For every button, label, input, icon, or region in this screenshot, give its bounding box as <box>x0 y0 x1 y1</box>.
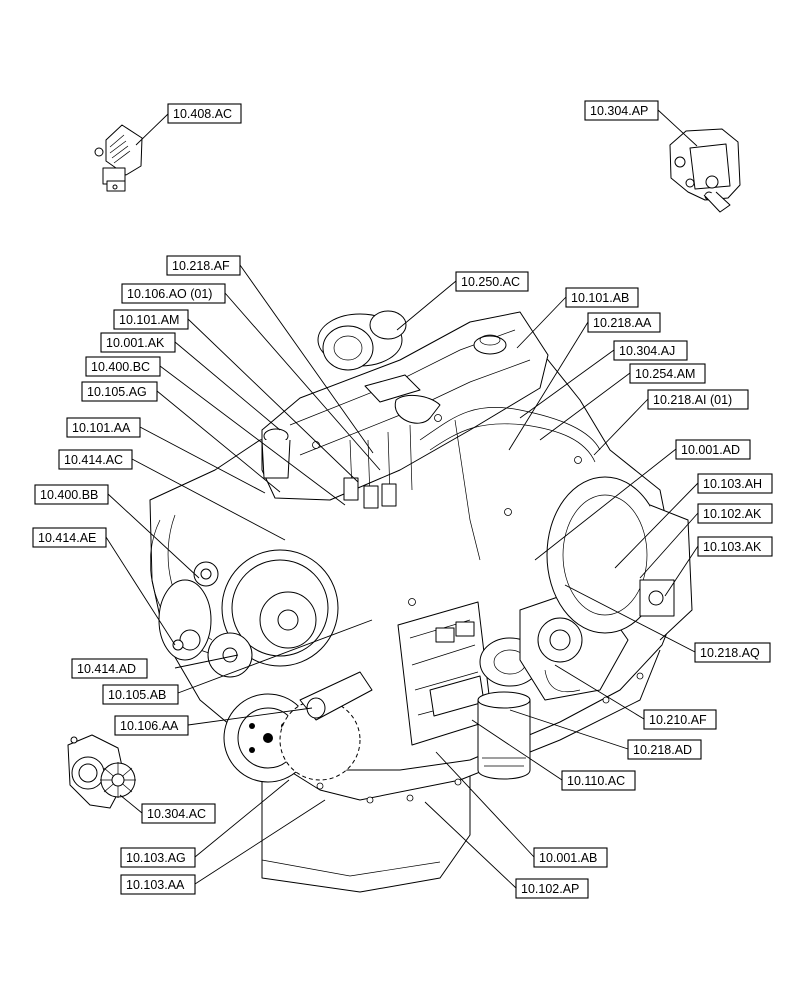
callout-label: 10.400.BC <box>91 360 150 374</box>
callout-10103ah[interactable]: 10.103.AH <box>697 473 773 494</box>
callout-10101ab[interactable]: 10.101.AB <box>565 287 639 308</box>
callout-label: 10.414.AD <box>77 662 136 676</box>
callout-10103ak[interactable]: 10.103.AK <box>697 536 773 557</box>
callout-10304ac[interactable]: 10.304.AC <box>141 803 216 824</box>
callout-10106ao[interactable]: 10.106.AO (01) <box>121 283 226 304</box>
callout-10304aj[interactable]: 10.304.AJ <box>613 340 688 361</box>
callout-10001ad[interactable]: 10.001.AD <box>675 439 751 460</box>
callout-10102ap[interactable]: 10.102.AP <box>515 878 589 899</box>
callout-10110ac[interactable]: 10.110.AC <box>561 770 636 791</box>
leader-lines <box>105 109 699 889</box>
callout-10218ad[interactable]: 10.218.AD <box>627 739 702 760</box>
callout-label: 10.218.AQ <box>700 646 760 660</box>
callout-label: 10.103.AA <box>126 878 185 892</box>
callout-label: 10.101.AB <box>571 291 629 305</box>
callout-label: 10.101.AA <box>72 421 131 435</box>
callout-label: 10.218.AD <box>633 743 692 757</box>
callout-label: 10.110.AC <box>567 774 625 788</box>
callout-label: 10.102.AP <box>521 882 579 896</box>
oil-pump-part <box>67 734 136 809</box>
callout-10218aa[interactable]: 10.218.AA <box>587 312 661 333</box>
callout-label: 10.414.AC <box>64 453 123 467</box>
callout-label: 10.105.AG <box>87 385 147 399</box>
callout-label: 10.106.AO (01) <box>127 287 212 301</box>
callout-10105ag[interactable]: 10.105.AG <box>81 381 158 402</box>
callout-label: 10.250.AC <box>461 275 520 289</box>
callout-10408ac[interactable]: 10.408.AC <box>167 103 242 124</box>
callout-10001ak[interactable]: 10.001.AK <box>100 332 176 353</box>
callout-label: 10.001.AK <box>106 336 165 350</box>
callout-label: 10.001.AD <box>681 443 740 457</box>
callout-10101am[interactable]: 10.101.AM <box>113 309 189 330</box>
callout-10400bb[interactable]: 10.400.BB <box>34 484 109 505</box>
callout-label: 10.414.AE <box>38 531 96 545</box>
callout-10218ai[interactable]: 10.218.AI (01) <box>647 389 749 410</box>
callout-10304ap[interactable]: 10.304.AP <box>584 100 659 121</box>
callout-10218aq[interactable]: 10.218.AQ <box>694 642 771 663</box>
callout-10218af[interactable]: 10.218.AF <box>166 255 241 276</box>
callout-label: 10.101.AM <box>119 313 179 327</box>
callout-label: 10.254.AM <box>635 367 695 381</box>
callout-10105ab[interactable]: 10.105.AB <box>102 684 179 705</box>
callout-10414ae[interactable]: 10.414.AE <box>32 527 107 548</box>
callout-label: 10.103.AK <box>703 540 762 554</box>
callout-label: 10.304.AP <box>590 104 648 118</box>
callout-10414ac[interactable]: 10.414.AC <box>58 449 133 470</box>
callout-label: 10.304.AJ <box>619 344 675 358</box>
callout-label: 10.400.BB <box>40 488 98 502</box>
callout-10106aa[interactable]: 10.106.AA <box>114 715 189 736</box>
callout-10103ag[interactable]: 10.103.AG <box>120 847 196 868</box>
callout-label: 10.105.AB <box>108 688 166 702</box>
callout-label: 10.103.AH <box>703 477 762 491</box>
engine-assembly <box>149 310 693 893</box>
callout-label: 10.408.AC <box>173 107 232 121</box>
callout-label: 10.218.AF <box>172 259 230 273</box>
callout-10414ad[interactable]: 10.414.AD <box>71 658 148 679</box>
callout-10102ak[interactable]: 10.102.AK <box>697 503 773 524</box>
callout-label: 10.106.AA <box>120 719 179 733</box>
callout-10250ac[interactable]: 10.250.AC <box>455 271 529 292</box>
mount-bracket-part <box>669 128 741 213</box>
sensor-module-part <box>94 124 143 192</box>
callout-label: 10.210.AF <box>649 713 707 727</box>
callout-label: 10.001.AB <box>539 851 597 865</box>
callout-10254am[interactable]: 10.254.AM <box>629 363 706 384</box>
callout-10101aa[interactable]: 10.101.AA <box>66 417 141 438</box>
callout-10103aa[interactable]: 10.103.AA <box>120 874 196 895</box>
callout-10400bc[interactable]: 10.400.BC <box>85 356 161 377</box>
callout-label: 10.102.AK <box>703 507 762 521</box>
callout-10001ab[interactable]: 10.001.AB <box>533 847 608 868</box>
callout-10210af[interactable]: 10.210.AF <box>643 709 717 730</box>
callout-label: 10.304.AC <box>147 807 206 821</box>
callout-label: 10.103.AG <box>126 851 186 865</box>
callout-label: 10.218.AA <box>593 316 652 330</box>
callout-label: 10.218.AI (01) <box>653 393 732 407</box>
